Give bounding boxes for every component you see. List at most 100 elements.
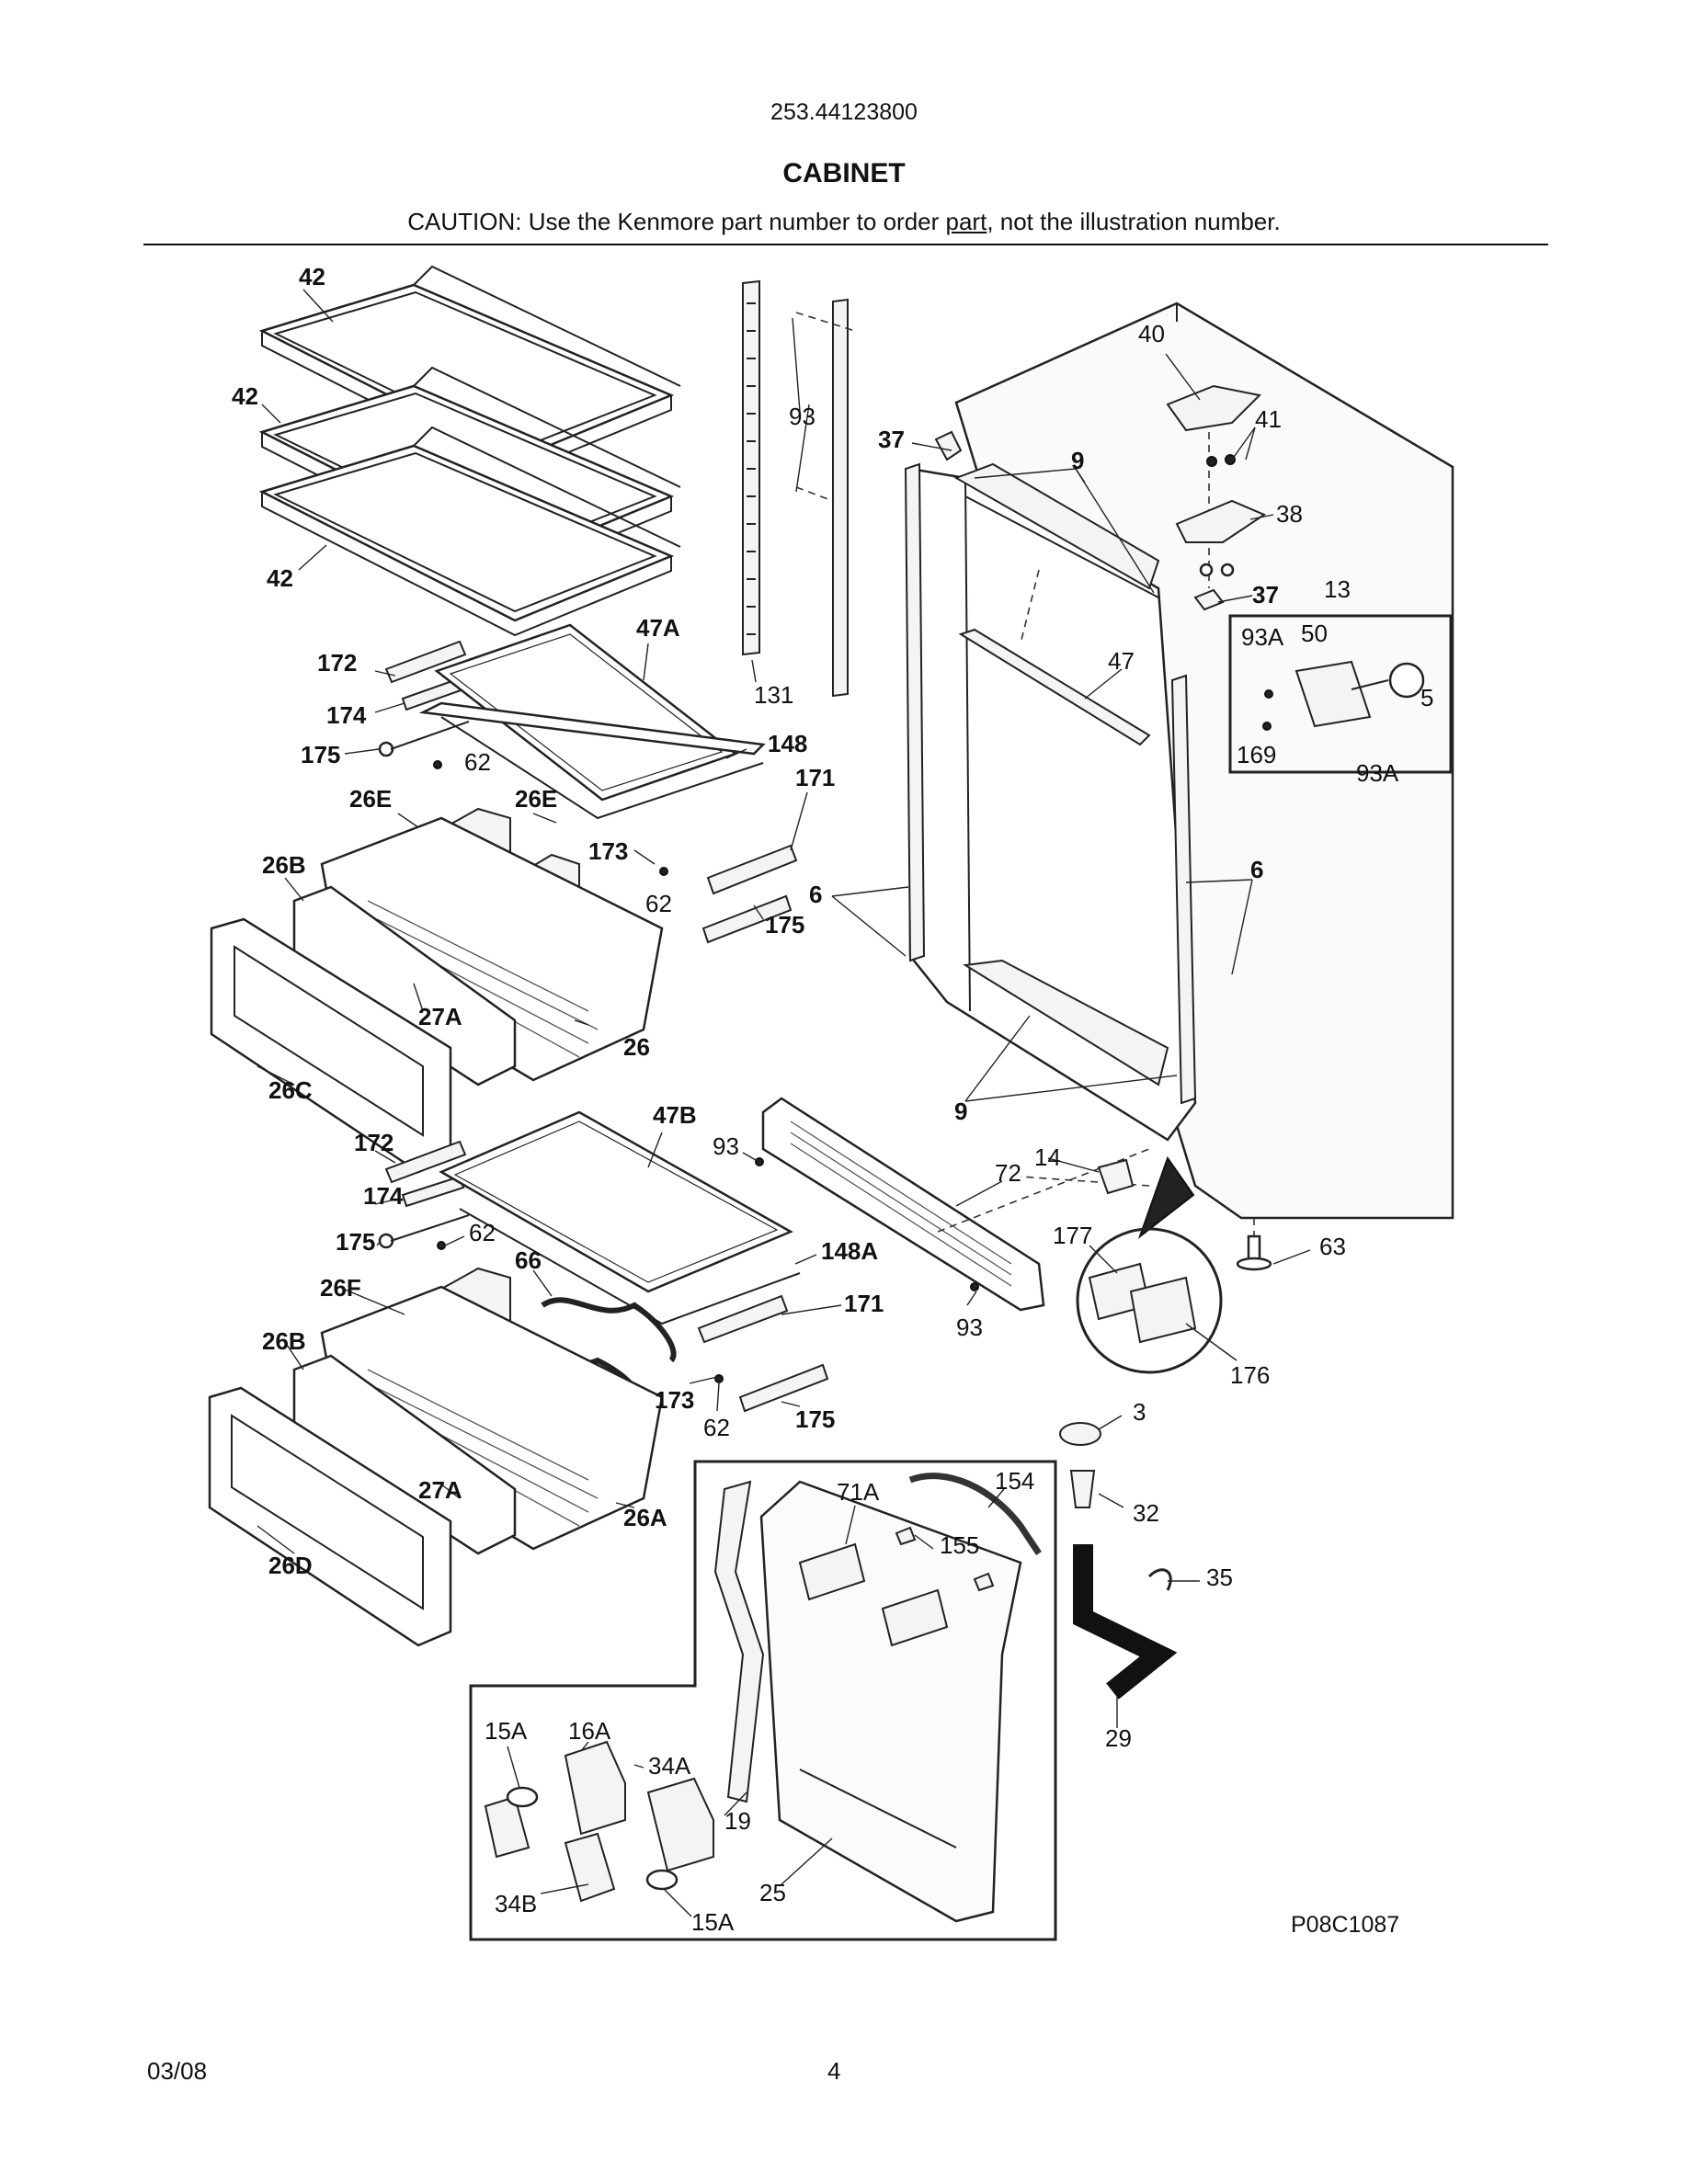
callout-93: 93 bbox=[789, 403, 815, 430]
callout-6: 6 bbox=[809, 881, 822, 908]
callout-34a: 34A bbox=[648, 1752, 691, 1780]
callout-3: 3 bbox=[1133, 1398, 1146, 1426]
callout-27a: 27A bbox=[418, 1476, 462, 1504]
callout-16a: 16A bbox=[568, 1717, 611, 1745]
callout-26f: 26F bbox=[320, 1274, 361, 1302]
header-rule bbox=[143, 244, 1548, 245]
callout-93a: 93A bbox=[1356, 759, 1399, 787]
callout-62: 62 bbox=[469, 1219, 496, 1246]
top-hinge-assembly bbox=[934, 384, 1267, 611]
callout-63: 63 bbox=[1319, 1233, 1346, 1260]
callout-15a: 15A bbox=[691, 1908, 735, 1936]
callout-171: 171 bbox=[844, 1290, 884, 1317]
callout-26d: 26D bbox=[268, 1552, 313, 1579]
callout-175: 175 bbox=[301, 741, 340, 768]
caution-link-word: part bbox=[945, 208, 987, 235]
callout-37: 37 bbox=[878, 426, 905, 453]
upper-crisper-group bbox=[210, 623, 798, 1174]
callout-42: 42 bbox=[299, 263, 325, 290]
callout-47b: 47B bbox=[653, 1101, 697, 1129]
callout-173: 173 bbox=[588, 837, 628, 865]
callout-34b: 34B bbox=[495, 1890, 537, 1917]
fan-motor-inset bbox=[1228, 614, 1453, 774]
callout-26: 26 bbox=[623, 1033, 650, 1061]
lower-crisper-group bbox=[208, 1110, 829, 1647]
callout-93a: 93A bbox=[1241, 623, 1284, 651]
callout-19: 19 bbox=[724, 1807, 751, 1835]
callout-9: 9 bbox=[1071, 447, 1084, 474]
callout-174: 174 bbox=[326, 701, 367, 729]
callout-9: 9 bbox=[954, 1098, 967, 1125]
callout-93: 93 bbox=[956, 1314, 983, 1341]
callout-72: 72 bbox=[995, 1159, 1021, 1187]
callout-172: 172 bbox=[317, 649, 357, 677]
callout-177: 177 bbox=[1053, 1222, 1092, 1249]
callout-131: 131 bbox=[754, 681, 793, 709]
callout-labels: 42 42 42 93 131 37 40 41 38 37 13 9 93A … bbox=[232, 263, 1433, 1936]
caution-text: CAUTION: Use the Kenmore part number to … bbox=[407, 208, 946, 235]
refrigerator-cabinet bbox=[904, 301, 1454, 1220]
callout-26e: 26E bbox=[515, 785, 557, 813]
footer-date: 03/08 bbox=[147, 2057, 208, 2085]
callout-148: 148 bbox=[768, 730, 807, 757]
callout-42: 42 bbox=[232, 382, 258, 410]
callout-41: 41 bbox=[1255, 405, 1282, 433]
callout-15a: 15A bbox=[485, 1717, 528, 1745]
callout-155: 155 bbox=[940, 1531, 979, 1559]
page-number: 4 bbox=[827, 2057, 841, 2085]
callout-171: 171 bbox=[795, 764, 835, 791]
leveling-leg bbox=[1236, 1218, 1272, 1271]
callout-66: 66 bbox=[515, 1246, 542, 1274]
callout-169: 169 bbox=[1237, 741, 1276, 768]
callout-26e: 26E bbox=[349, 785, 392, 813]
caution-text-end: , not the illustration number. bbox=[987, 208, 1281, 235]
light-assembly-inset bbox=[469, 1460, 1057, 1941]
drain-assembly bbox=[1059, 1422, 1178, 1700]
callout-26b: 26B bbox=[262, 851, 306, 879]
callout-26b: 26B bbox=[262, 1327, 306, 1355]
callout-93: 93 bbox=[713, 1132, 739, 1160]
callout-38: 38 bbox=[1276, 500, 1303, 528]
shelf-ladder-rails bbox=[742, 279, 856, 698]
callout-40: 40 bbox=[1138, 320, 1165, 347]
callout-47a: 47A bbox=[636, 614, 680, 642]
callout-26a: 26A bbox=[623, 1504, 667, 1531]
callout-27a: 27A bbox=[418, 1003, 462, 1030]
leader-lines bbox=[257, 289, 1311, 1917]
callout-32: 32 bbox=[1133, 1499, 1159, 1527]
wire-shelves bbox=[258, 265, 681, 637]
callout-6: 6 bbox=[1250, 856, 1263, 883]
callout-175: 175 bbox=[765, 911, 804, 938]
callout-35: 35 bbox=[1206, 1564, 1233, 1591]
toe-grille-group bbox=[755, 1097, 1150, 1312]
callout-50: 50 bbox=[1301, 620, 1328, 647]
page-title: CABINET bbox=[782, 158, 906, 188]
callout-148a: 148A bbox=[821, 1237, 878, 1265]
shelf-3 bbox=[258, 426, 681, 637]
callout-13: 13 bbox=[1324, 575, 1351, 603]
callout-26c: 26C bbox=[268, 1076, 313, 1104]
callout-29: 29 bbox=[1105, 1724, 1132, 1752]
callout-172: 172 bbox=[354, 1129, 393, 1156]
callout-42: 42 bbox=[267, 564, 293, 592]
callout-62: 62 bbox=[703, 1414, 730, 1441]
callout-62: 62 bbox=[464, 748, 491, 776]
callout-154: 154 bbox=[995, 1467, 1034, 1495]
callout-37: 37 bbox=[1252, 581, 1279, 609]
callout-71a: 71A bbox=[837, 1478, 880, 1506]
drawing-reference: P08C1087 bbox=[1291, 1912, 1400, 1938]
callout-176: 176 bbox=[1230, 1361, 1270, 1389]
callout-173: 173 bbox=[655, 1386, 694, 1414]
callout-175: 175 bbox=[795, 1405, 835, 1433]
callout-174: 174 bbox=[363, 1182, 404, 1210]
callout-25: 25 bbox=[759, 1879, 786, 1906]
callout-47: 47 bbox=[1108, 647, 1135, 675]
callout-62: 62 bbox=[645, 890, 672, 917]
damper-inset bbox=[1076, 1155, 1223, 1374]
callout-5: 5 bbox=[1420, 684, 1433, 711]
callout-14: 14 bbox=[1034, 1143, 1061, 1171]
caution-note: CAUTION: Use the Kenmore part number to … bbox=[0, 208, 1688, 236]
model-number: 253.44123800 bbox=[770, 99, 918, 125]
callout-175: 175 bbox=[336, 1228, 375, 1256]
